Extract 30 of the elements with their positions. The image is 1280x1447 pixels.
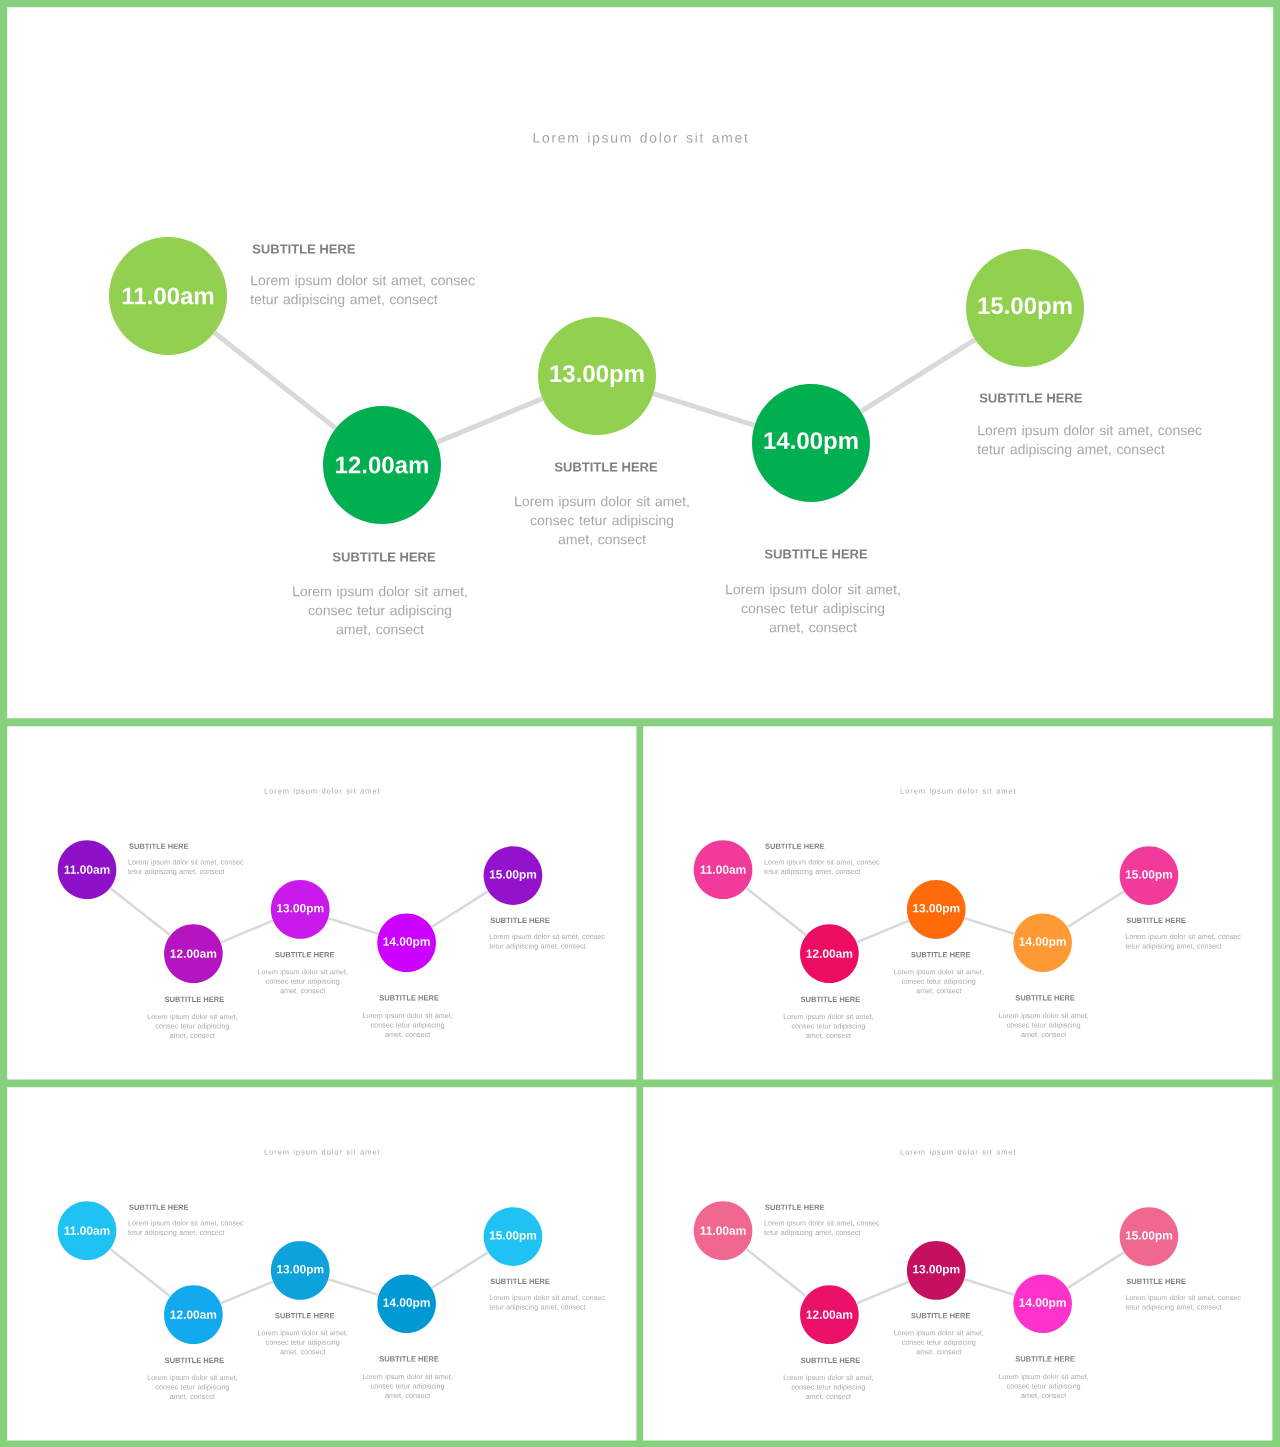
subtitle-heading: SUBTITLE HERE [554,462,658,472]
connector-line [430,1251,489,1289]
subtitle-heading: SUBTITLE HERE [332,552,436,562]
subtitle-heading: SUBTITLE HERE [979,393,1082,403]
connector-line [220,1280,274,1305]
connector-line [109,1247,171,1298]
connector-line [745,1247,807,1298]
connector-line [109,886,171,937]
connector-line [745,886,807,937]
connector-line [859,337,977,414]
body-text: Lorem ipsum dolor sit amet, consec tetur adipiscing amet, consect [293,586,467,636]
connector-line [430,890,489,928]
connector-line [435,396,544,445]
body-text: Lorem ipsum dolor sit amet, consec tetur adipiscing amet, consect [726,584,900,634]
connector-line [964,917,1015,936]
connector-line [212,330,338,431]
connector-line [220,919,274,944]
connector-line [1066,890,1125,928]
subtitle-heading: SUBTITLE HERE [252,244,355,254]
connector-line [964,1278,1015,1297]
connector-line [328,917,379,936]
connector-line [856,919,910,944]
connector-line [328,1278,379,1297]
connector-line [652,391,756,428]
body-text: Lorem ipsum dolor sit amet, consec tetur adipiscing amet, consect [250,275,475,308]
connector-line [856,1280,910,1305]
subtitle-heading: SUBTITLE HERE [764,549,868,559]
body-text: Lorem ipsum dolor sit amet, consec tetur adipiscing amet, consect [977,425,1202,458]
body-text: Lorem ipsum dolor sit amet, consec tetur adipiscing amet, consect [515,496,689,546]
connector-line [1066,1251,1125,1289]
